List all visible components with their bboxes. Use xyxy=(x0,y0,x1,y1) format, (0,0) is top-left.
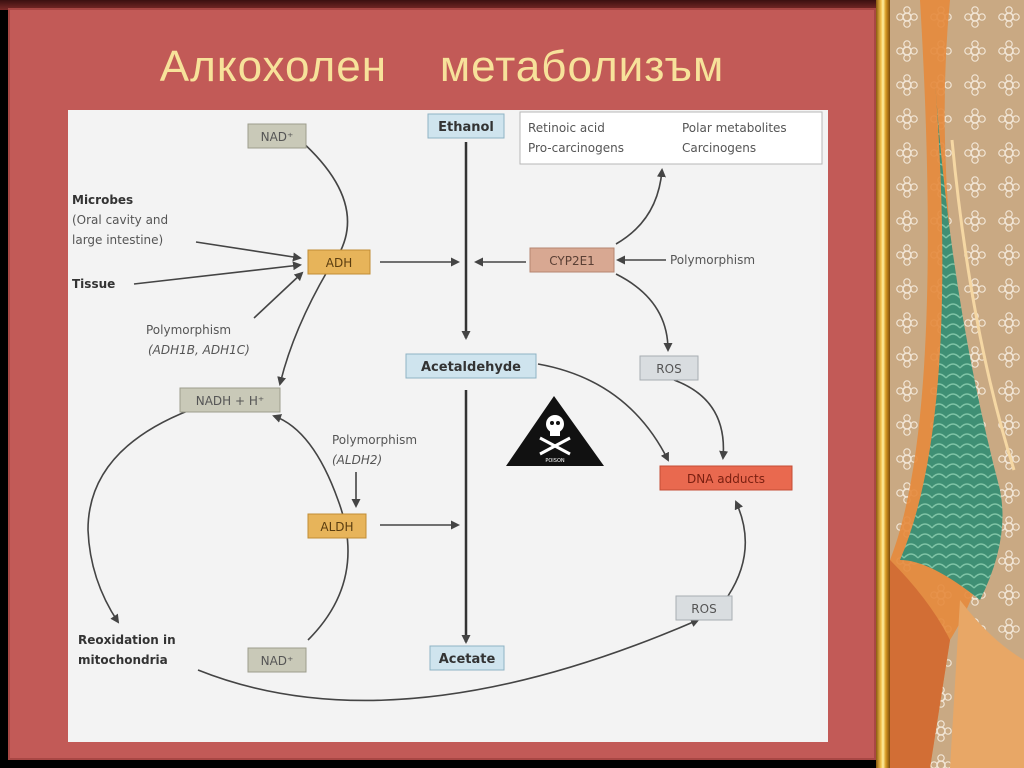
polymorphism-adh-label: Polymorphism xyxy=(146,323,231,337)
tissue-label: Tissue xyxy=(72,277,115,291)
aldh-gene-label: (ALDH2) xyxy=(332,453,382,467)
side-pattern-art xyxy=(890,0,1024,768)
slide-title: Алкохолен метаболизъм xyxy=(159,42,725,91)
nad-bottom-box xyxy=(247,647,307,673)
nad-top-label: NAD⁺ xyxy=(261,130,294,144)
gold-rail-decoration xyxy=(876,0,890,768)
acetaldehyde-box xyxy=(405,353,537,379)
arrow-tissue-to-adh xyxy=(133,261,302,285)
polymorphism-cyp-label: Polymorphism xyxy=(670,253,755,267)
arrow-cyp-to-retinoic xyxy=(615,168,666,245)
arrow-ros-to-dna xyxy=(727,500,747,597)
carcinogens-label: Carcinogens xyxy=(682,141,756,155)
adh-label: ADH xyxy=(326,256,352,270)
dna-adducts-label: DNA adducts xyxy=(687,472,765,486)
retinoic-acid-label: Retinoic acid xyxy=(528,121,605,135)
acetate-box xyxy=(429,645,505,671)
arrow-ros-upper-to-dna xyxy=(673,379,729,460)
ethanol-box xyxy=(427,113,505,139)
adh-box xyxy=(307,249,371,275)
aldh-label: ALDH xyxy=(320,520,353,534)
adh-genes-label: (ADH1B, ADH1C) xyxy=(148,343,250,357)
ros-lower-box xyxy=(675,595,733,621)
reoxidation-label-2: mitochondria xyxy=(78,653,168,667)
nad-bottom-label: NAD⁺ xyxy=(261,654,294,668)
ethanol-label: Ethanol xyxy=(438,120,494,135)
nad-top-box xyxy=(247,123,307,149)
slide-top-frame xyxy=(0,0,884,10)
retinoic-pathway-box xyxy=(519,111,823,165)
decorative-side-pattern xyxy=(890,0,1024,768)
poison-skull-icon: POISON xyxy=(506,396,604,466)
nadh-label: NADH + H⁺ xyxy=(196,394,265,408)
arrow-nad-to-nadh-aldh xyxy=(272,414,349,641)
polar-metabolites-label: Polar metabolites xyxy=(682,121,787,135)
nadh-box xyxy=(179,387,281,413)
arrow-reoxidation-to-ros xyxy=(197,618,700,702)
aldh-box xyxy=(307,513,367,539)
ros-lower-label: ROS xyxy=(691,602,716,616)
pro-carcinogens-label: Pro-carcinogens xyxy=(528,141,624,155)
arrow-cyp-to-ros xyxy=(615,273,673,352)
microbes-detail-1: (Oral cavity and xyxy=(72,213,168,227)
diagram-canvas: Ethanol Acetaldehyde Acetate NAD⁺ ADH NA… xyxy=(72,111,823,702)
microbes-detail-2: large intestine) xyxy=(72,233,163,247)
dna-adducts-box xyxy=(659,465,793,491)
arrow-acetaldehyde-to-dna xyxy=(537,363,669,462)
acetate-label: Acetate xyxy=(439,652,496,667)
cyp2e1-label: CYP2E1 xyxy=(549,254,595,268)
ros-upper-box xyxy=(639,355,699,381)
acetaldehyde-label: Acetaldehyde xyxy=(421,360,521,375)
poison-label: POISON xyxy=(545,458,565,464)
ros-upper-label: ROS xyxy=(656,362,681,376)
arrow-nadh-to-reoxidation xyxy=(87,409,191,624)
arrow-microbes-to-adh xyxy=(195,241,302,262)
reoxidation-label-1: Reoxidation in xyxy=(78,633,176,647)
microbes-label: Microbes xyxy=(72,193,133,207)
polymorphism-aldh-label: Polymorphism xyxy=(332,433,417,447)
arrow-polymorphism-to-adh xyxy=(253,271,304,319)
cyp2e1-box xyxy=(529,247,615,273)
alcohol-metabolism-diagram: Ethanol Acetaldehyde Acetate NAD⁺ ADH NA… xyxy=(68,110,828,742)
